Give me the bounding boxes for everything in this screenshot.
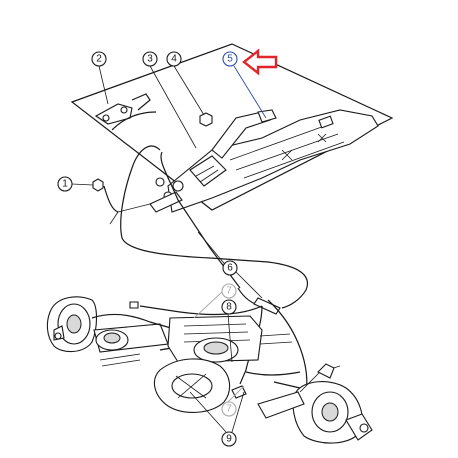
callout-8: 8 (221, 299, 237, 315)
callout-6: 6 (222, 260, 238, 276)
callout-2: 2 (91, 51, 107, 67)
callout-1: 1 (57, 176, 73, 192)
callout-9: 9 (221, 431, 237, 447)
callout-4-label: 4 (171, 54, 177, 65)
callout-3: 3 (142, 51, 158, 67)
center-brake-shoe (153, 358, 247, 413)
callout-4: 4 (166, 51, 182, 67)
left-rear-brake-assembly (46, 296, 169, 367)
front-cable (103, 145, 309, 315)
switch-bracket-part (94, 93, 157, 131)
callout-7-upper: 7 (221, 283, 237, 299)
callout-2-label: 2 (96, 54, 102, 65)
nut-part-1 (92, 178, 104, 192)
highlight-arrow-icon (242, 48, 278, 76)
callout-9-label: 9 (226, 434, 232, 445)
right-rear-brake-assembly (257, 363, 373, 444)
parking-brake-lever-assembly (109, 109, 379, 225)
callout-5: 5 (222, 51, 238, 67)
callout-1-label: 1 (62, 179, 68, 190)
callout-6-label: 6 (227, 263, 233, 274)
callout-7-upper-label: 7 (226, 286, 232, 297)
nut-part-4 (199, 112, 213, 127)
callout-7-lower-label: 7 (226, 404, 232, 415)
callout-8-label: 8 (226, 302, 232, 313)
axle-center-assembly (167, 315, 293, 363)
callout-3-label: 3 (147, 54, 153, 65)
callout-5-label: 5 (227, 54, 233, 65)
callout-7-lower: 7 (221, 401, 237, 417)
leader-lines (71, 65, 267, 433)
